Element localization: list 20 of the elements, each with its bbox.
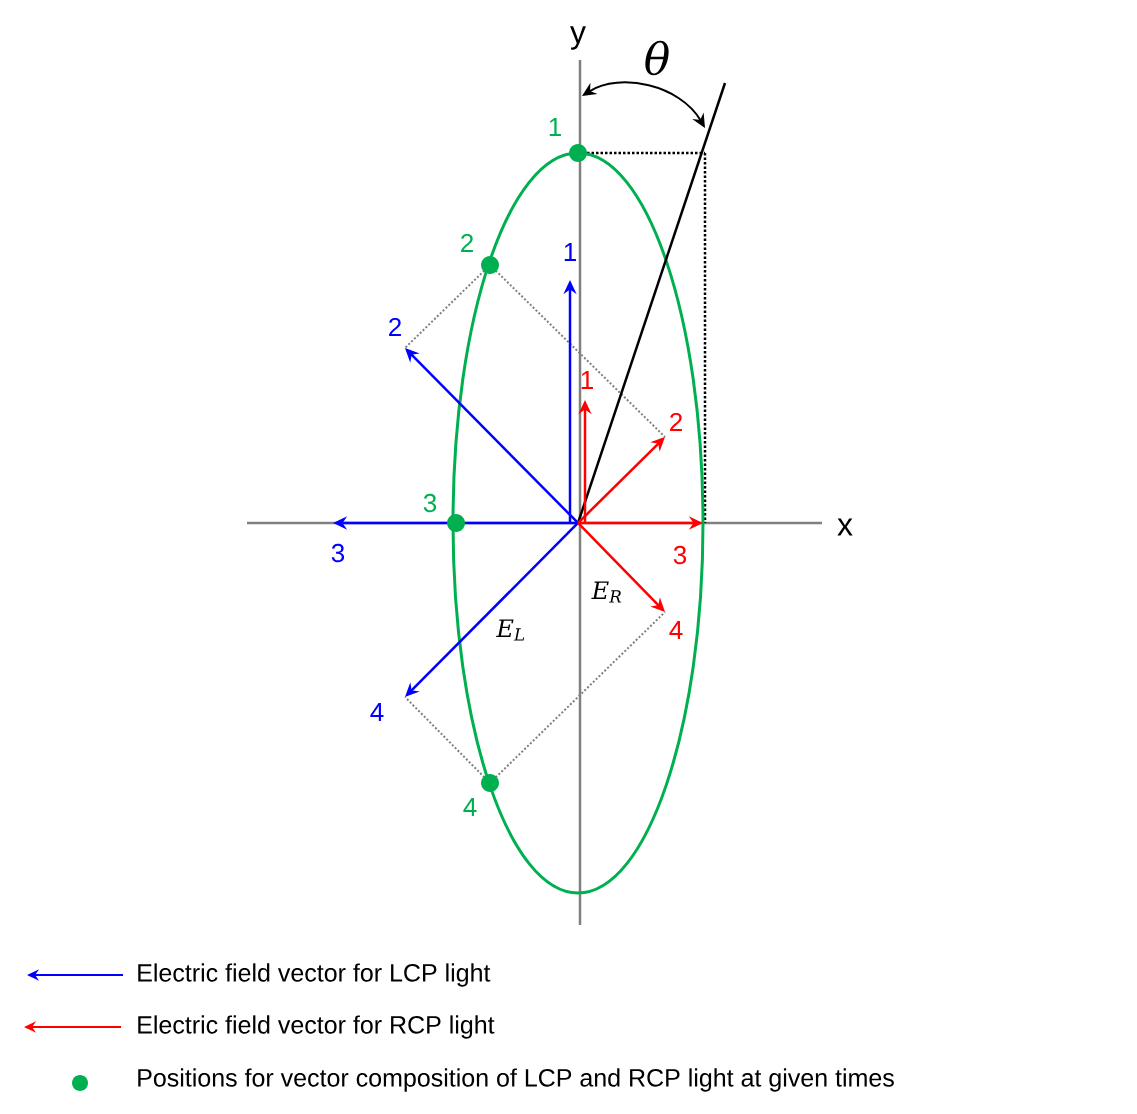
legend-text: Electric field vector for LCP light xyxy=(138,963,491,987)
time-number: 2 xyxy=(461,233,473,253)
time-number: 1 xyxy=(581,371,593,389)
axis-label: x xyxy=(837,518,853,536)
time-number: 3 xyxy=(331,543,345,563)
time-number: 3 xyxy=(673,545,687,565)
time-number: 1 xyxy=(564,243,576,261)
time-number: 4 xyxy=(463,798,477,816)
time-number: 3 xyxy=(423,493,437,513)
legend-text: Positions for vector composition of LCP and RCP light at given times xyxy=(138,1068,894,1092)
time-number: 1 xyxy=(549,118,561,136)
legend-text: Electric field vector for RCP light xyxy=(138,1015,495,1039)
vector-label: E$_{R}$ xyxy=(591,581,622,603)
axis-label: y xyxy=(570,26,586,50)
vector-label: E$_{L}$ xyxy=(496,619,525,641)
angle-label: θ xyxy=(645,40,669,76)
time-number: 2 xyxy=(670,412,682,432)
time-number: 4 xyxy=(370,703,384,721)
time-number: 4 xyxy=(669,621,683,639)
time-number: 2 xyxy=(389,317,401,337)
